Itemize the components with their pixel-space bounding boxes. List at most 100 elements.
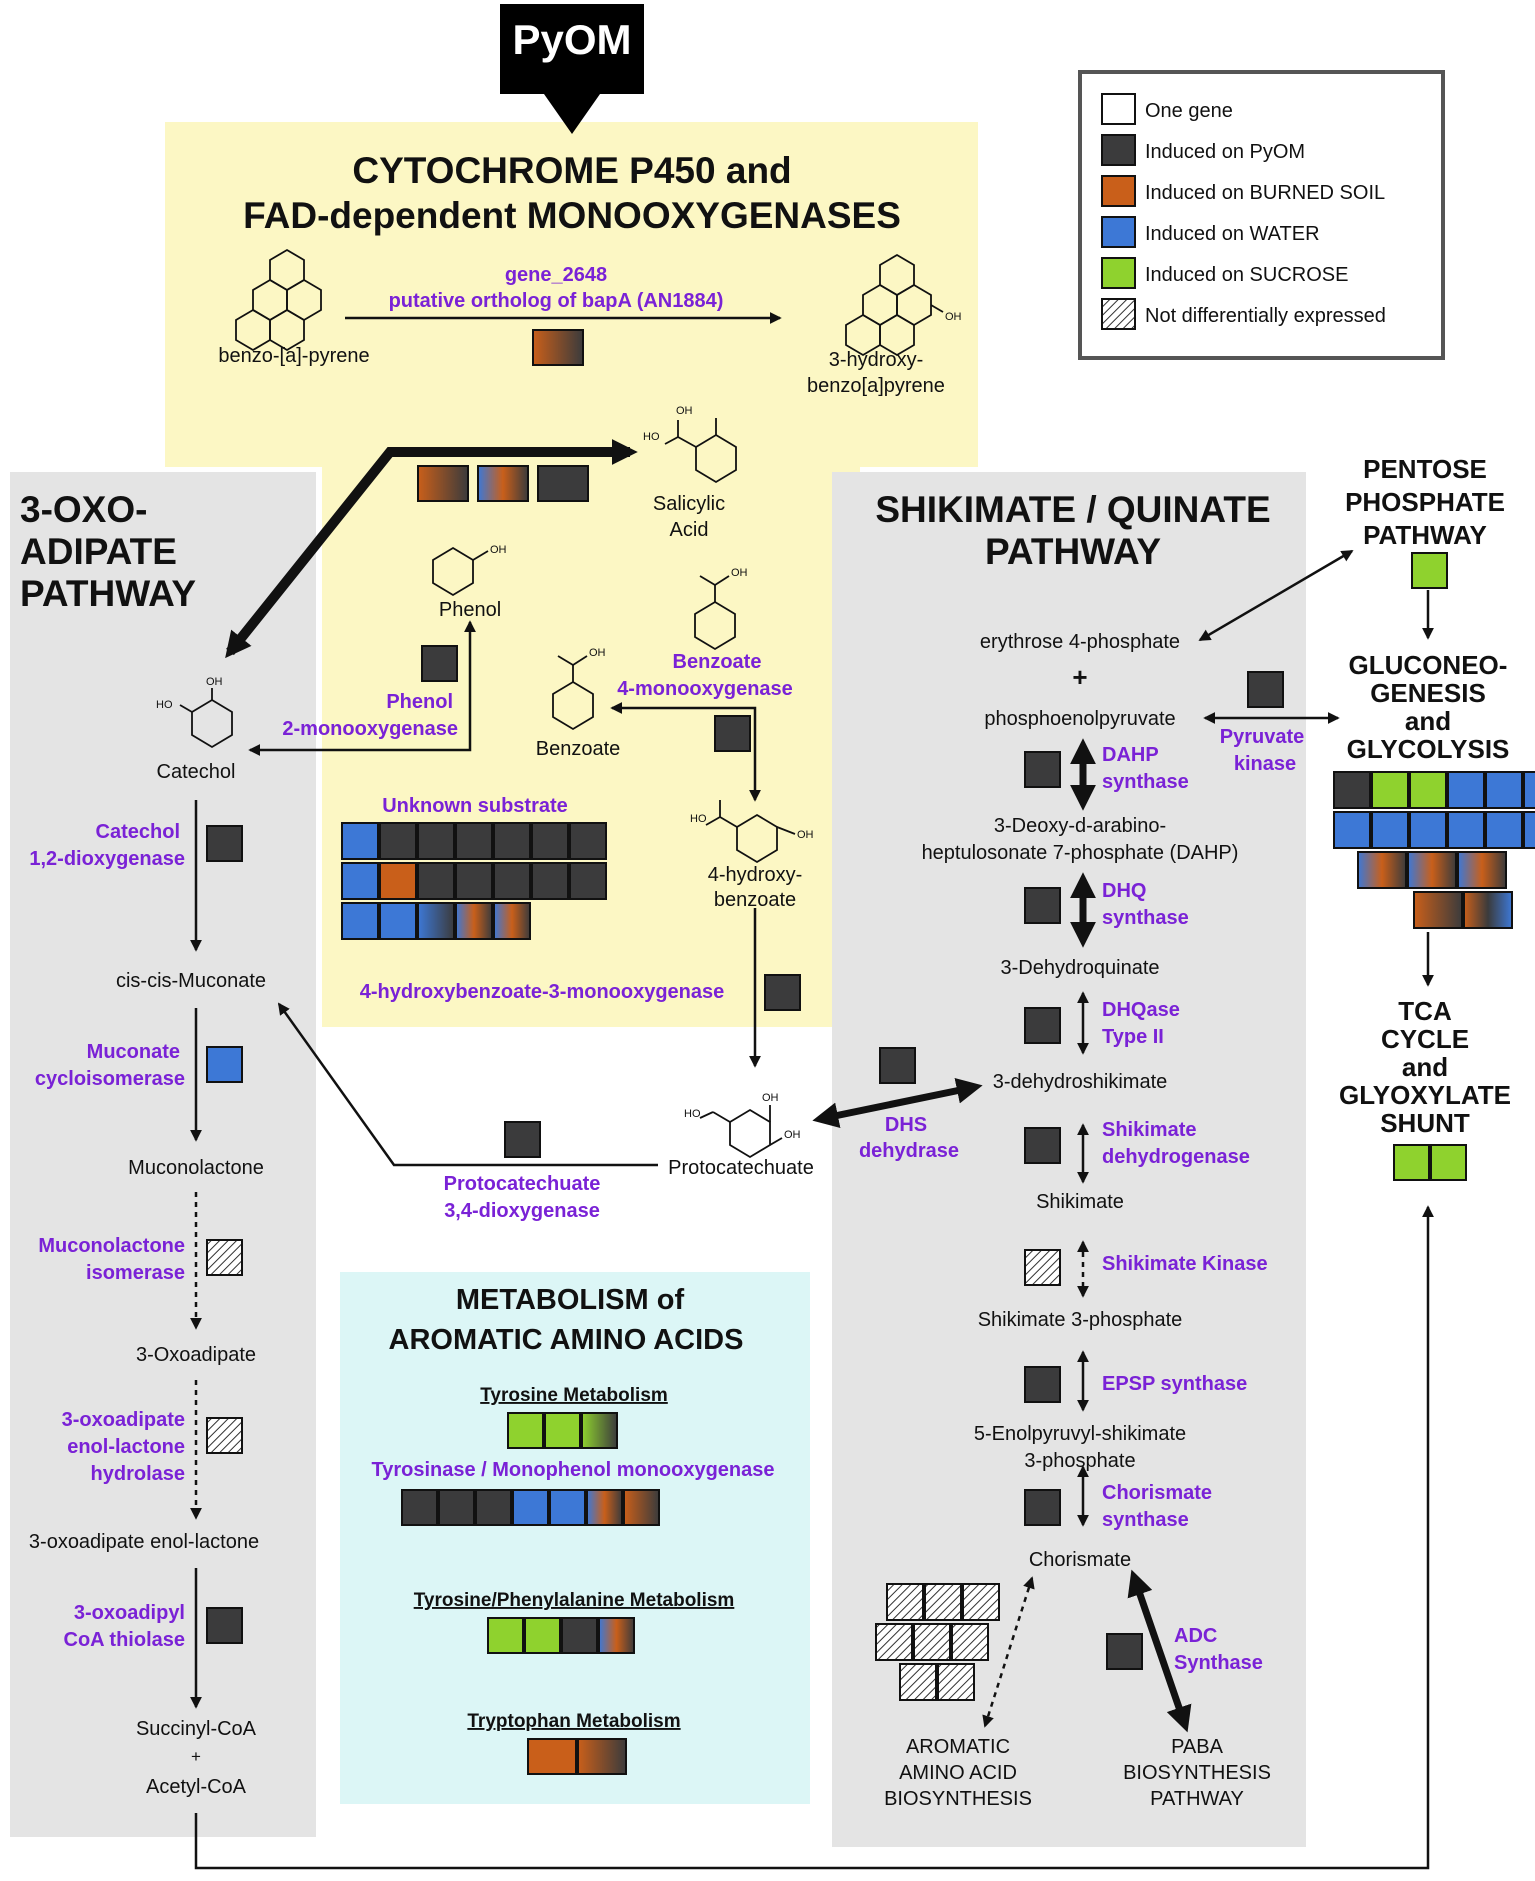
legend-label-white: One gene bbox=[1145, 100, 1233, 122]
enzyme-shik-dh-2: dehydrogenase bbox=[1102, 1146, 1250, 1168]
cytochrome-panel bbox=[165, 122, 978, 467]
compound-paba-1: PABA bbox=[1171, 1736, 1224, 1758]
pyom-label: PyOM bbox=[512, 16, 631, 63]
gene-box-thiolase-1 bbox=[206, 1607, 243, 1644]
enzyme-catechol-diox-2: 1,2-dioxygenase bbox=[29, 848, 185, 870]
hydroxybenzoate-ho: HO bbox=[690, 813, 707, 825]
gluconeo-line4: GLYCOLYSIS bbox=[1347, 734, 1510, 764]
gene-box-glyco-row1-5 bbox=[1485, 771, 1523, 809]
compound-aa-biosynthesis-3: BIOSYNTHESIS bbox=[884, 1788, 1032, 1810]
compound-chorismate: Chorismate bbox=[1029, 1549, 1131, 1571]
compound-plus: + bbox=[1072, 662, 1087, 692]
pentose-line2: PHOSPHATE bbox=[1345, 487, 1505, 517]
arrows bbox=[190, 312, 1434, 1870]
gene-box-unknown-row3-2 bbox=[379, 902, 417, 940]
gene-box-tyr-phe-3 bbox=[561, 1617, 598, 1654]
gene-box-glyco-row4-1 bbox=[1413, 891, 1463, 929]
gene-box-aa-row2-1 bbox=[875, 1623, 913, 1661]
compound-cis-muconate: cis-cis-Muconate bbox=[116, 970, 266, 992]
tca-line5: SHUNT bbox=[1380, 1108, 1470, 1138]
gene-box-hb3mono-1 bbox=[764, 974, 801, 1011]
compound-epsp-2: 3-phosphate bbox=[1024, 1450, 1135, 1472]
gene-box-unknown-row2-6 bbox=[531, 862, 569, 900]
hydroxybenzopyrene-oh: OH bbox=[945, 311, 962, 323]
amino-acid-title-line1: METABOLISM of bbox=[456, 1284, 685, 1316]
compound-epsp-1: 5-Enolpyruvyl-shikimate bbox=[974, 1423, 1186, 1445]
enzyme-thiolase-1: 3-oxoadipyl bbox=[74, 1602, 185, 1624]
gene-box-tyrosine-3 bbox=[581, 1412, 618, 1449]
protocatechuate-structure bbox=[699, 1105, 783, 1159]
pentose-line3: PATHWAY bbox=[1363, 520, 1487, 550]
hydroxybenzoate-structure bbox=[705, 800, 796, 864]
gene-box-unknown-row3-1 bbox=[341, 902, 379, 940]
gene-box-unknown-row2-2 bbox=[379, 862, 417, 900]
hydroxybenzoate-oh: OH bbox=[797, 829, 814, 841]
enzyme-adc-synthase-1: ADC bbox=[1174, 1625, 1217, 1647]
gene-box-aa-row3-2 bbox=[937, 1663, 975, 1701]
enzyme-phenol-mono-1: Phenol bbox=[386, 691, 453, 713]
gene-box-unknown-row2-5 bbox=[493, 862, 531, 900]
compound-s3p: Shikimate 3-phosphate bbox=[978, 1309, 1183, 1331]
gene-box-tyr-phe-1 bbox=[487, 1617, 524, 1654]
enzyme-enol-hydrolase-3: hydrolase bbox=[91, 1463, 185, 1485]
compound-catechol: Catechol bbox=[157, 761, 236, 783]
gene-box-glyco-row1-1 bbox=[1333, 771, 1371, 809]
gluconeogenesis-glycolysis: GLUCONEO- GENESIS and GLYCOLYSIS bbox=[1347, 650, 1510, 764]
pentose-pathway: PENTOSE PHOSPHATE PATHWAY bbox=[1345, 454, 1505, 550]
gene-box-proto-diox-1 bbox=[504, 1121, 541, 1158]
gene-box-enol-hydrolase-1 bbox=[206, 1417, 243, 1454]
benzoate-oh: OH bbox=[589, 647, 606, 659]
enzyme-chor-synthase-2: synthase bbox=[1102, 1509, 1189, 1531]
compound-shikimate: Shikimate bbox=[1036, 1191, 1124, 1213]
enzyme-hb3mono: 4-hydroxybenzoate-3-monooxygenase bbox=[360, 981, 725, 1003]
compound-aa-biosynthesis-1: AROMATIC bbox=[906, 1736, 1010, 1758]
enzyme-proto-diox-1: Protocatechuate bbox=[444, 1173, 601, 1195]
enzyme-enol-hydrolase-1: 3-oxoadipate bbox=[62, 1409, 185, 1431]
oxoadipate-title-line1: 3-OXO- bbox=[20, 489, 147, 530]
compound-benzoate: Benzoate bbox=[536, 738, 621, 760]
hydroxybenzopyrene-structure bbox=[845, 253, 944, 357]
catechol-oh: OH bbox=[206, 676, 223, 688]
compound-hydroxybenzoate-2: benzoate bbox=[714, 889, 796, 911]
compound-succinyl-coa: Succinyl-CoA bbox=[136, 1718, 257, 1740]
gluconeo-line3: and bbox=[1405, 706, 1451, 736]
gene-box-glyco-row2-1 bbox=[1333, 811, 1371, 849]
gene-box-glyco-row2-2 bbox=[1371, 811, 1409, 849]
gene-box-shik-dh-1 bbox=[1024, 1127, 1061, 1164]
legend-label-burned: Induced on BURNED SOIL bbox=[1145, 182, 1385, 204]
gene-box-unknown-row3-3 bbox=[417, 902, 455, 940]
enzyme-thiolase-2: CoA thiolase bbox=[64, 1629, 186, 1651]
amino-acid-title: METABOLISM of AROMATIC AMINO ACIDS bbox=[389, 1284, 744, 1356]
tca-line2: CYCLE bbox=[1381, 1024, 1469, 1054]
compound-dehydroquinate: 3-Dehydroquinate bbox=[1001, 957, 1160, 979]
compound-oxoadipate: 3-Oxoadipate bbox=[136, 1344, 256, 1366]
enzyme-adc-synthase-2: Synthase bbox=[1174, 1652, 1263, 1674]
tca-line4: GLYOXYLATE bbox=[1339, 1080, 1511, 1110]
compound-labels: benzo-[a]-pyrene 3-hydroxy- benzo[a]pyre… bbox=[29, 345, 1271, 1810]
enzyme-dhqase-2: Type II bbox=[1102, 1026, 1164, 1048]
enzyme-pyruvate-kinase-2: kinase bbox=[1234, 753, 1296, 775]
enzyme-dhs-dehydrase-2: dehydrase bbox=[859, 1140, 959, 1162]
gene-box-glyco-row3-1 bbox=[1357, 851, 1407, 889]
protocatechuate-oh1: OH bbox=[762, 1092, 779, 1104]
gene-box-dhq-synthase-1 bbox=[1024, 887, 1061, 924]
gene-box-tyrosinase-6 bbox=[586, 1489, 623, 1526]
gene-box-pentose-1 bbox=[1411, 552, 1448, 589]
gene-box-tyrosinase-3 bbox=[475, 1489, 512, 1526]
gene-box-unknown-row1-2 bbox=[379, 822, 417, 860]
enzyme-unknown-substrate: Unknown substrate bbox=[382, 795, 568, 817]
gene-box-aa-row1-2 bbox=[924, 1583, 962, 1621]
legend-swatch-hatch bbox=[1101, 298, 1136, 330]
enzyme-catechol-diox-1: Catechol bbox=[96, 821, 180, 843]
gene-box-glyco-row2-3 bbox=[1409, 811, 1447, 849]
compound-salicylic-2: Acid bbox=[670, 519, 709, 541]
enzyme-dahp-synthase-1: DAHP bbox=[1102, 744, 1159, 766]
enzyme-tyrosinase: Tyrosinase / Monophenol monooxygenase bbox=[371, 1459, 774, 1481]
gene-box-unknown-row2-1 bbox=[341, 862, 379, 900]
gene-box-aa-row1-3 bbox=[962, 1583, 1000, 1621]
gene-box-dahp-synthase-1 bbox=[1024, 751, 1061, 788]
gene-box-dhs-dehydrase-1 bbox=[879, 1047, 916, 1084]
gene-box-bapA-1 bbox=[532, 329, 584, 366]
